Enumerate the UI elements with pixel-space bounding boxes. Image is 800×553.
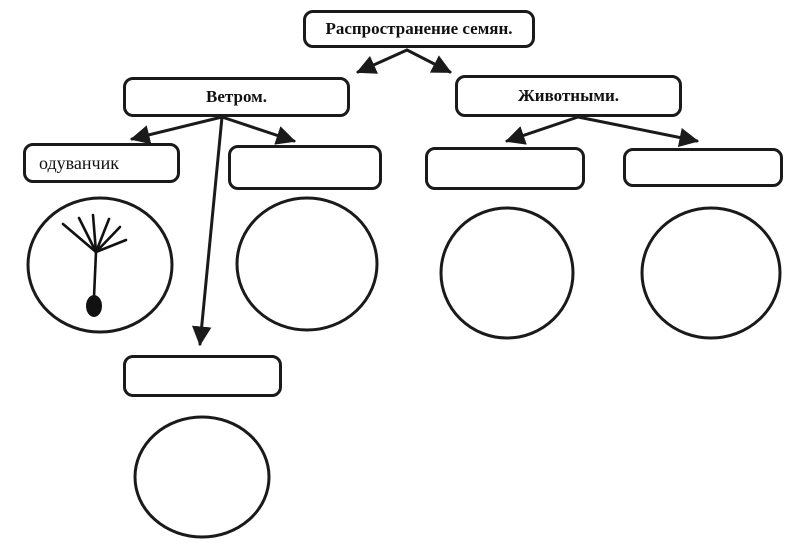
edge-wind-example2 — [220, 115, 296, 145]
edge-animals-example1 — [505, 115, 580, 145]
node-wind-example3-blank[interactable] — [123, 355, 282, 397]
edge-wind-example3 — [191, 115, 224, 346]
dandelion-seed-drawing — [61, 213, 128, 317]
dandelion-seed-body — [86, 295, 102, 317]
edge-root-animals — [405, 48, 452, 74]
node-root: Распространение семян. — [303, 10, 535, 48]
node-wind-example1-label: одуванчик — [39, 152, 119, 173]
node-wind-example2-blank[interactable] — [228, 145, 382, 190]
edge-wind-example1 — [130, 115, 224, 145]
animals-example2-image-circle[interactable] — [640, 206, 782, 340]
node-animals-label: Животными. — [518, 86, 619, 105]
edge-root-wind — [356, 48, 409, 74]
edge-animals-example2 — [576, 115, 699, 148]
animals-example1-image-circle[interactable] — [439, 206, 575, 340]
node-wind: Ветром. — [123, 77, 350, 117]
node-wind-label: Ветром. — [206, 87, 267, 106]
node-root-label: Распространение семян. — [325, 19, 513, 38]
node-wind-example1: одуванчик — [23, 143, 180, 183]
node-animals-example2-blank[interactable] — [623, 148, 783, 187]
wind-example3-image-circle[interactable] — [133, 415, 271, 539]
node-animals-example1-blank[interactable] — [425, 147, 585, 190]
node-animals: Животными. — [455, 75, 682, 117]
wind-example2-image-circle[interactable] — [235, 196, 379, 332]
dandelion-image-circle — [26, 196, 174, 334]
